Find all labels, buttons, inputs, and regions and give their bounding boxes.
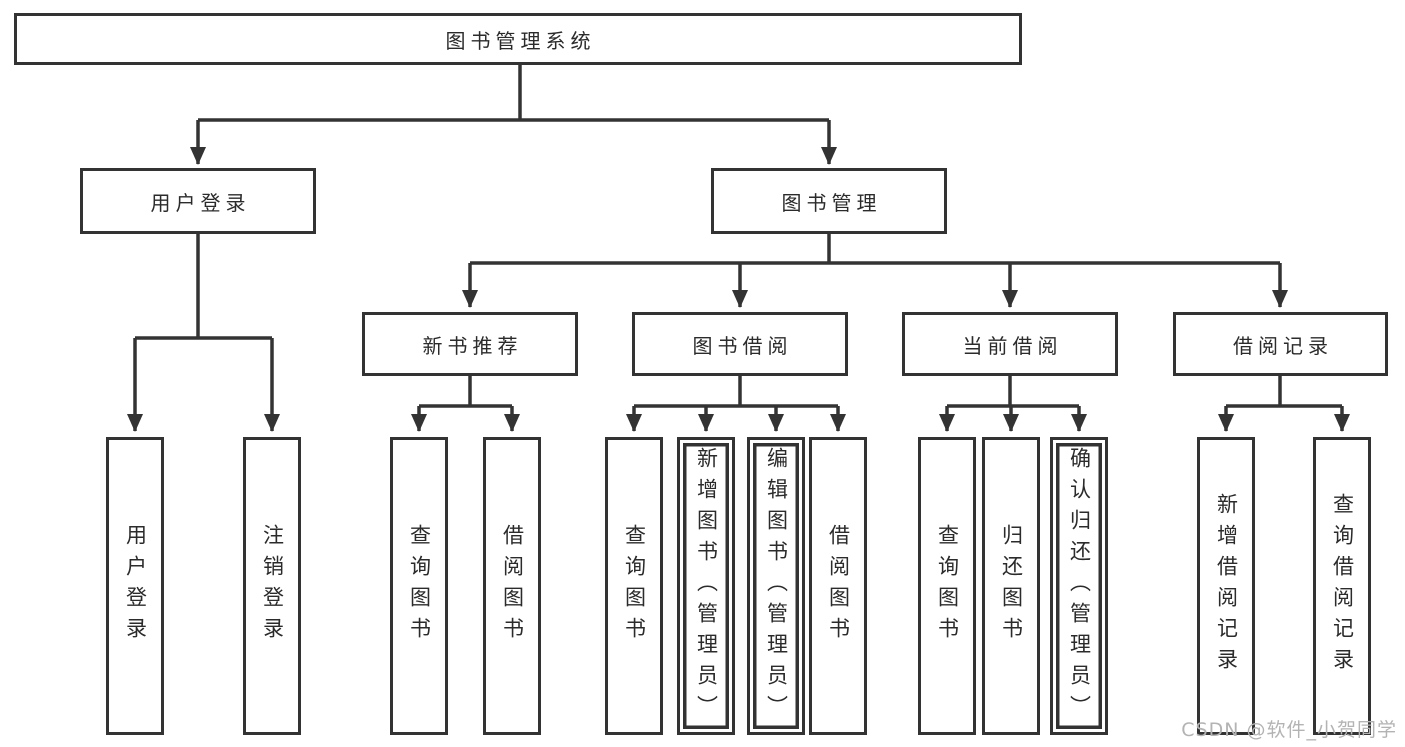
node-label: 注销登录 xyxy=(260,524,285,648)
node-new-book-recommend: 新书推荐 xyxy=(362,312,578,376)
leaf-user-login: 用户登录 xyxy=(106,437,164,735)
leaf-confirm-return-admin: 确认归还（管理员） xyxy=(1050,437,1108,735)
node-label: 新增图书（管理员） xyxy=(694,446,719,726)
node-book-management: 图书管理 xyxy=(711,168,947,234)
node-label: 查询图书 xyxy=(622,524,647,648)
node-label: 图书管理系统 xyxy=(445,28,596,53)
node-current-borrow: 当前借阅 xyxy=(902,312,1118,376)
node-book-borrow: 图书借阅 xyxy=(632,312,848,376)
leaf-query-books-1: 查询图书 xyxy=(390,437,448,735)
leaf-add-borrow-record: 新增借阅记录 xyxy=(1197,437,1255,735)
node-user-login: 用户登录 xyxy=(80,168,316,234)
node-label: 当前借阅 xyxy=(962,333,1063,358)
node-label: 图书借阅 xyxy=(692,333,793,358)
node-root: 图书管理系统 xyxy=(14,13,1022,65)
node-label: 新书推荐 xyxy=(422,333,523,358)
leaf-query-books-2: 查询图书 xyxy=(605,437,663,735)
node-label: 新增借阅记录 xyxy=(1214,493,1239,679)
node-label: 归还图书 xyxy=(999,524,1024,648)
leaf-borrow-books-1: 借阅图书 xyxy=(483,437,541,735)
node-label: 编辑图书（管理员） xyxy=(764,446,789,726)
node-label: 用户登录 xyxy=(123,524,148,648)
node-label: 借阅记录 xyxy=(1233,333,1333,358)
leaf-query-books-3: 查询图书 xyxy=(918,437,976,735)
node-label: 查询借阅记录 xyxy=(1330,493,1355,679)
node-label: 用户登录 xyxy=(150,190,251,215)
csdn-watermark: CSDN @软件_小贺同学 xyxy=(1181,719,1397,741)
leaf-add-books-admin: 新增图书（管理员） xyxy=(677,437,735,735)
leaf-logout: 注销登录 xyxy=(243,437,301,735)
leaf-edit-books-admin: 编辑图书（管理员） xyxy=(747,437,805,735)
node-label: 借阅图书 xyxy=(500,524,525,648)
node-label: 借阅图书 xyxy=(826,524,851,648)
node-label: 查询图书 xyxy=(935,524,960,648)
leaf-borrow-books-2: 借阅图书 xyxy=(809,437,867,735)
leaf-return-books: 归还图书 xyxy=(982,437,1040,735)
node-label: 查询图书 xyxy=(407,524,432,648)
node-borrow-records: 借阅记录 xyxy=(1173,312,1388,376)
node-label: 确认归还（管理员） xyxy=(1067,446,1092,726)
leaf-query-borrow-record: 查询借阅记录 xyxy=(1313,437,1371,735)
node-label: 图书管理 xyxy=(781,190,882,215)
